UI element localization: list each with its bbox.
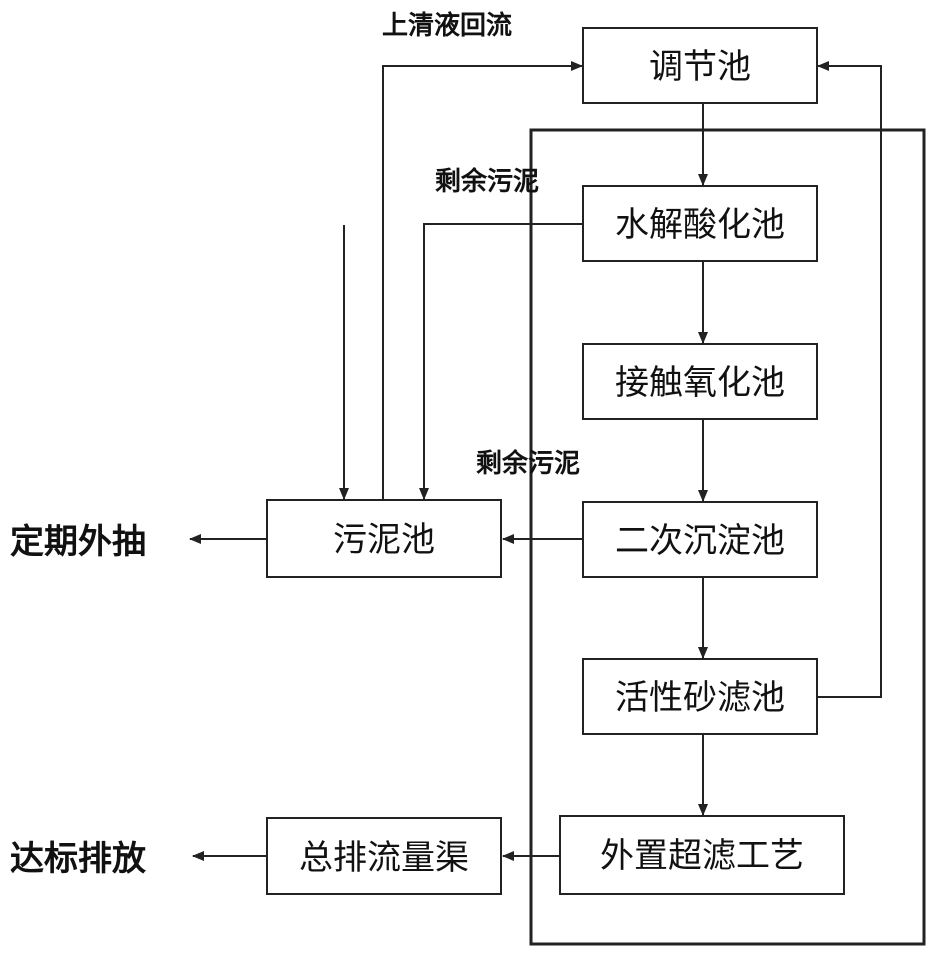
regulating-tank-label: 调节池: [649, 47, 751, 87]
discharge-channel-box: 总排流量渠: [266, 817, 502, 895]
excess-sludge-label-upper: 剩余污泥: [435, 166, 539, 197]
ultrafiltration-label: 外置超滤工艺: [600, 836, 804, 876]
hydrolysis-tank-box: 水解酸化池: [582, 185, 818, 262]
sand-filter-tank-label: 活性砂滤池: [615, 678, 785, 718]
contact-oxidation-tank-label: 接触氧化池: [615, 363, 785, 403]
compliant-discharge-label: 达标排放: [10, 839, 146, 879]
supernatant-return-label: 上清液回流: [382, 11, 512, 41]
sludge-tank-label: 污泥池: [333, 520, 435, 560]
regulating-tank-box: 调节池: [582, 27, 818, 104]
discharge-channel-label: 总排流量渠: [299, 838, 469, 878]
secondary-sedimentation-tank-label: 二次沉淀池: [615, 521, 785, 561]
sand-filter-tank-box: 活性砂滤池: [582, 658, 818, 735]
hydrolysis-tank-label: 水解酸化池: [615, 205, 785, 245]
contact-oxidation-tank-box: 接触氧化池: [582, 343, 818, 420]
secondary-sedimentation-tank-box: 二次沉淀池: [582, 501, 818, 578]
sludge-tank-box: 污泥池: [266, 499, 502, 578]
ultrafiltration-box: 外置超滤工艺: [559, 815, 845, 895]
treatment-system-frame: [529, 128, 926, 946]
periodic-extraction-label: 定期外抽: [10, 522, 146, 562]
arrow-sandfilter-return: [817, 61, 882, 698]
excess-sludge-label-lower: 剩余污泥: [476, 448, 580, 479]
arrow-supernatant-return: [382, 61, 583, 500]
arrow-hydrolysis-excess-sludge: [419, 223, 583, 500]
